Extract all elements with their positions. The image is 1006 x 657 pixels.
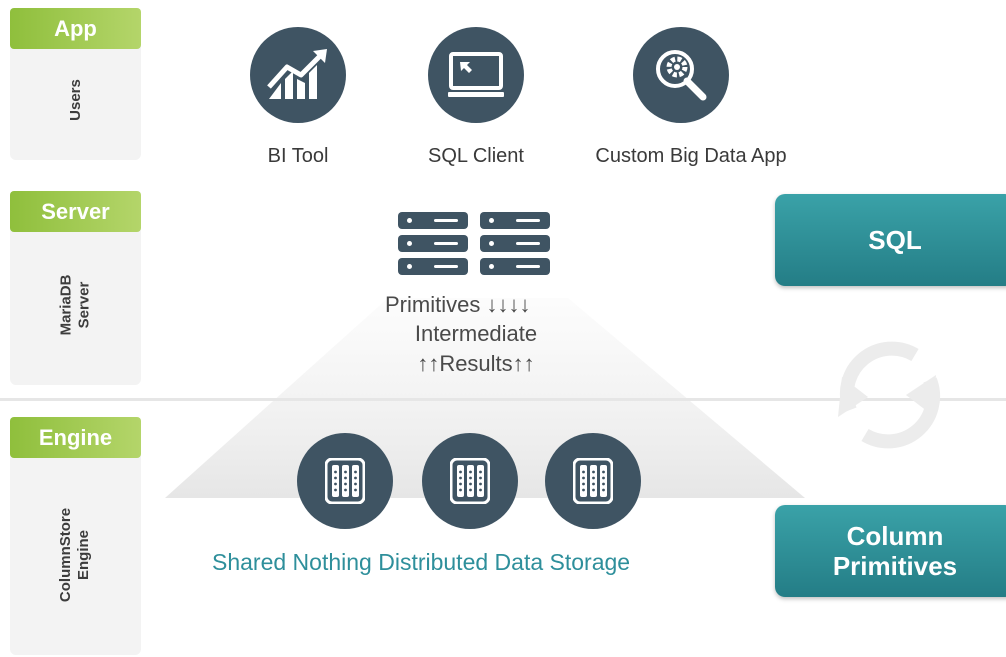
tier-tag-server: Server	[10, 191, 141, 232]
monitor-icon	[428, 27, 524, 123]
results-up-label: ↑↑Results↑↑	[417, 351, 535, 376]
tier-tag-app: App	[10, 8, 141, 49]
storage-node-icon	[422, 433, 518, 529]
app-label-bi-tool: BI Tool	[267, 145, 329, 167]
sql-box: SQL	[775, 194, 1006, 286]
server-rack-icon-left	[398, 212, 468, 281]
app-tier-panel	[10, 30, 141, 160]
gear-search-icon	[633, 27, 729, 123]
app-label-sql-client: SQL Client	[428, 145, 524, 167]
storage-node-icon	[297, 433, 393, 529]
column-primitives-box: Column Primitives	[775, 505, 1006, 597]
tier-label-mariadb-server: MariaDB Server	[57, 274, 93, 336]
tier-label-columnstore-engine: ColumnStore Engine	[57, 507, 93, 603]
sync-cycle-icon	[838, 341, 941, 449]
server-rack-icon-right	[480, 212, 550, 281]
storage-node-icon	[545, 433, 641, 529]
intermediate-label: Intermediate	[414, 321, 538, 346]
engine-tier-panel	[10, 440, 141, 655]
tier-label-users: Users	[66, 79, 84, 121]
tier-divider	[0, 398, 1006, 401]
bi-tool-icon	[250, 27, 346, 123]
primitives-down-label: Primitives ↓↓↓↓	[385, 292, 531, 317]
storage-label: Shared Nothing Distributed Data Storage	[212, 549, 631, 575]
tier-tag-engine: Engine	[10, 417, 141, 458]
app-label-custom-big-data-app: Custom Big Data App	[595, 145, 787, 167]
server-tier-panel	[10, 215, 141, 385]
